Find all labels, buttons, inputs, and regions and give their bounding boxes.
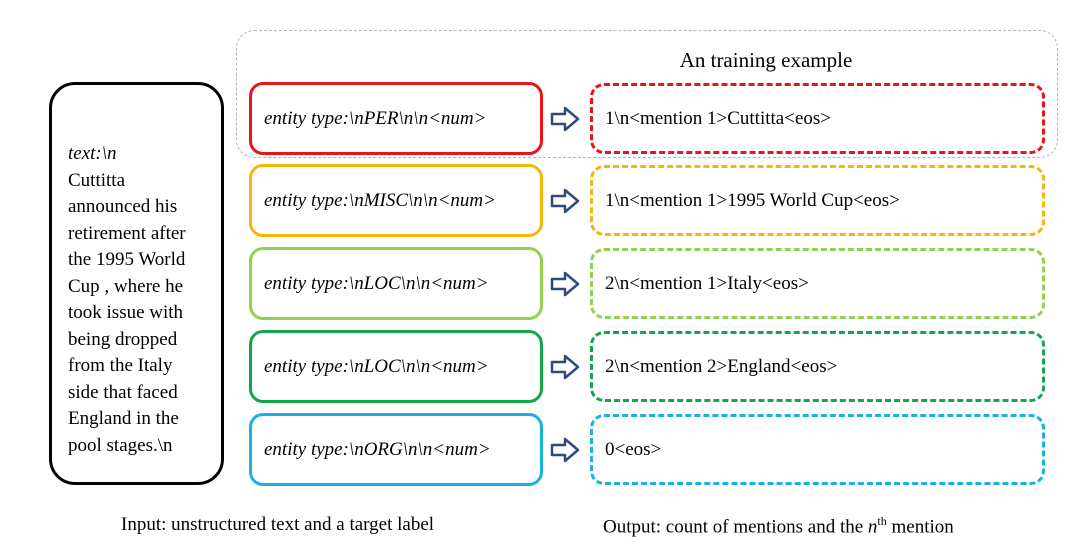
training-example-title: An training example	[679, 48, 853, 72]
output-box-loc-2: 2\n<mention 2>England<eos>	[590, 331, 1045, 402]
input-text-line: took issue with	[68, 302, 184, 323]
output-caption-superscript: th	[877, 514, 887, 528]
training-example-frame	[236, 30, 1058, 158]
input-text-line: Cup , where he	[68, 275, 184, 297]
output-caption-suffix: mention	[886, 516, 954, 538]
output-caption-prefix: Output: count of mentions and the	[603, 516, 868, 538]
arrow-right-icon	[550, 106, 580, 132]
input-text-line: England in the	[68, 408, 179, 429]
input-text-line: being dropped	[68, 328, 178, 350]
arrow-right-icon	[550, 437, 580, 463]
input-text-line: retirement after	[68, 222, 186, 244]
output-caption: Output: count of mentions and the nth me…	[603, 514, 954, 538]
label-box-loc-1: entity type:\nLOC\n\n<num>	[249, 247, 543, 320]
output-box-misc: 1\n<mention 1>1995 World Cup<eos>	[590, 165, 1045, 236]
output-box-loc-1: 2\n<mention 1>Italy<eos>	[590, 248, 1045, 319]
output-caption-variable: n	[867, 516, 878, 538]
arrow-right-icon	[550, 271, 580, 297]
input-text-box: text:\n Cuttitta announced his retiremen…	[49, 82, 224, 485]
arrow-right-icon	[550, 354, 580, 380]
arrow-right-icon	[550, 188, 580, 214]
input-text-line: side that faced	[68, 381, 178, 403]
input-caption: Input: unstructured text and a target la…	[121, 514, 435, 535]
label-box-misc: entity type:\nMISC\n\n<num>	[249, 164, 543, 237]
output-box-org: 0<eos>	[590, 414, 1045, 485]
label-box-per: entity type:\nPER\n\n<num>	[249, 82, 543, 155]
input-text-line: text:\n	[68, 143, 117, 164]
input-text-line: from the Italy	[68, 355, 173, 376]
input-text-line: announced his	[68, 196, 178, 217]
input-text-line: the 1995 World	[68, 249, 186, 270]
input-text-line: Cuttitta	[68, 169, 125, 191]
label-box-org: entity type:\nORG\n\n<num>	[249, 413, 543, 486]
output-box-per: 1\n<mention 1>Cuttitta<eos>	[590, 83, 1045, 154]
label-box-loc-2: entity type:\nLOC\n\n<num>	[249, 330, 543, 403]
input-text-line: pool stages.\n	[68, 434, 173, 456]
